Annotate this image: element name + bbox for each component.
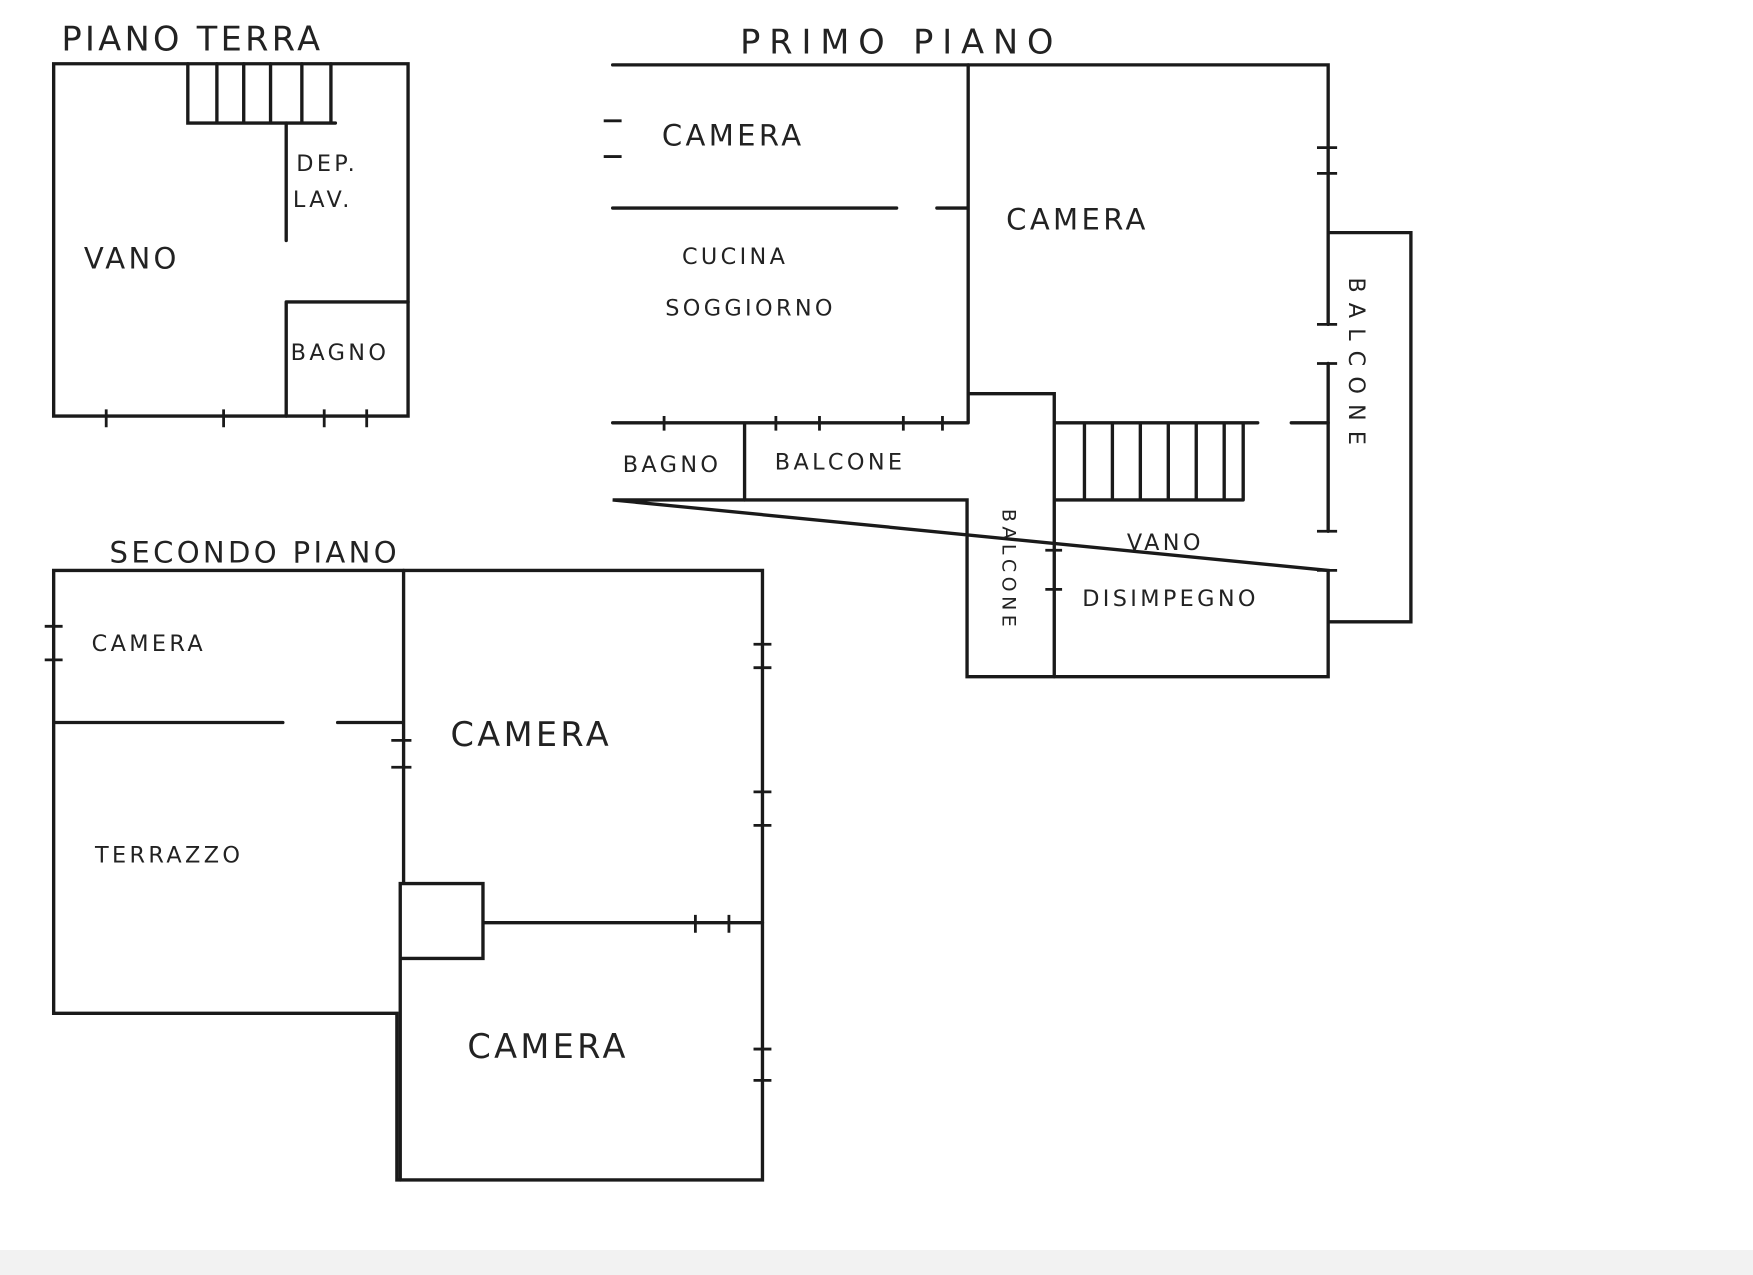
room-terrazzo: TERRAZZO [94, 842, 243, 868]
ground-floor-plan: PIANO TERRA VANO DEP. LAV. BAGNO [51, 19, 410, 428]
room-camera-right: CAMERA [1006, 202, 1149, 236]
room-balcone-right: BALCONE [1343, 277, 1369, 455]
room-disimpegno-label: DISIMPEGNO [1082, 586, 1259, 612]
room-lav-label: LAV. [293, 187, 353, 213]
room-camera-big: CAMERA [451, 715, 612, 754]
room-vano-label: VANO [1127, 530, 1204, 556]
first-floor-title: PRIMO PIANO [740, 23, 1062, 62]
room-balcone-mid: BALCONE [997, 509, 1019, 631]
second-floor-title: SECONDO PIANO [110, 536, 400, 570]
room-soggiorno-label: SOGGIORNO [665, 295, 836, 321]
ground-floor-title: PIANO TERRA [61, 19, 323, 58]
room-cucina-label: CUCINA [682, 244, 788, 270]
room-camera-top: CAMERA [662, 118, 805, 152]
room-bagno: BAGNO [291, 340, 390, 366]
room-vano: VANO [84, 241, 180, 275]
scan-bottom-edge [0, 1250, 1753, 1275]
room-balcone-bottom: BALCONE [775, 450, 906, 476]
room-dep-label: DEP. [296, 151, 358, 177]
room-bagno: BAGNO [623, 452, 722, 478]
first-floor-plan: PRIMO PIANO CAMERA CAMERA CUCINA SOGGIOR… [603, 23, 1413, 679]
room-camera-small: CAMERA [92, 631, 206, 657]
room-camera-bottom: CAMERA [467, 1027, 628, 1066]
second-floor-plan: SECONDO PIANO CAMERA CAMERA TERRAZZO CAM… [44, 536, 772, 1182]
